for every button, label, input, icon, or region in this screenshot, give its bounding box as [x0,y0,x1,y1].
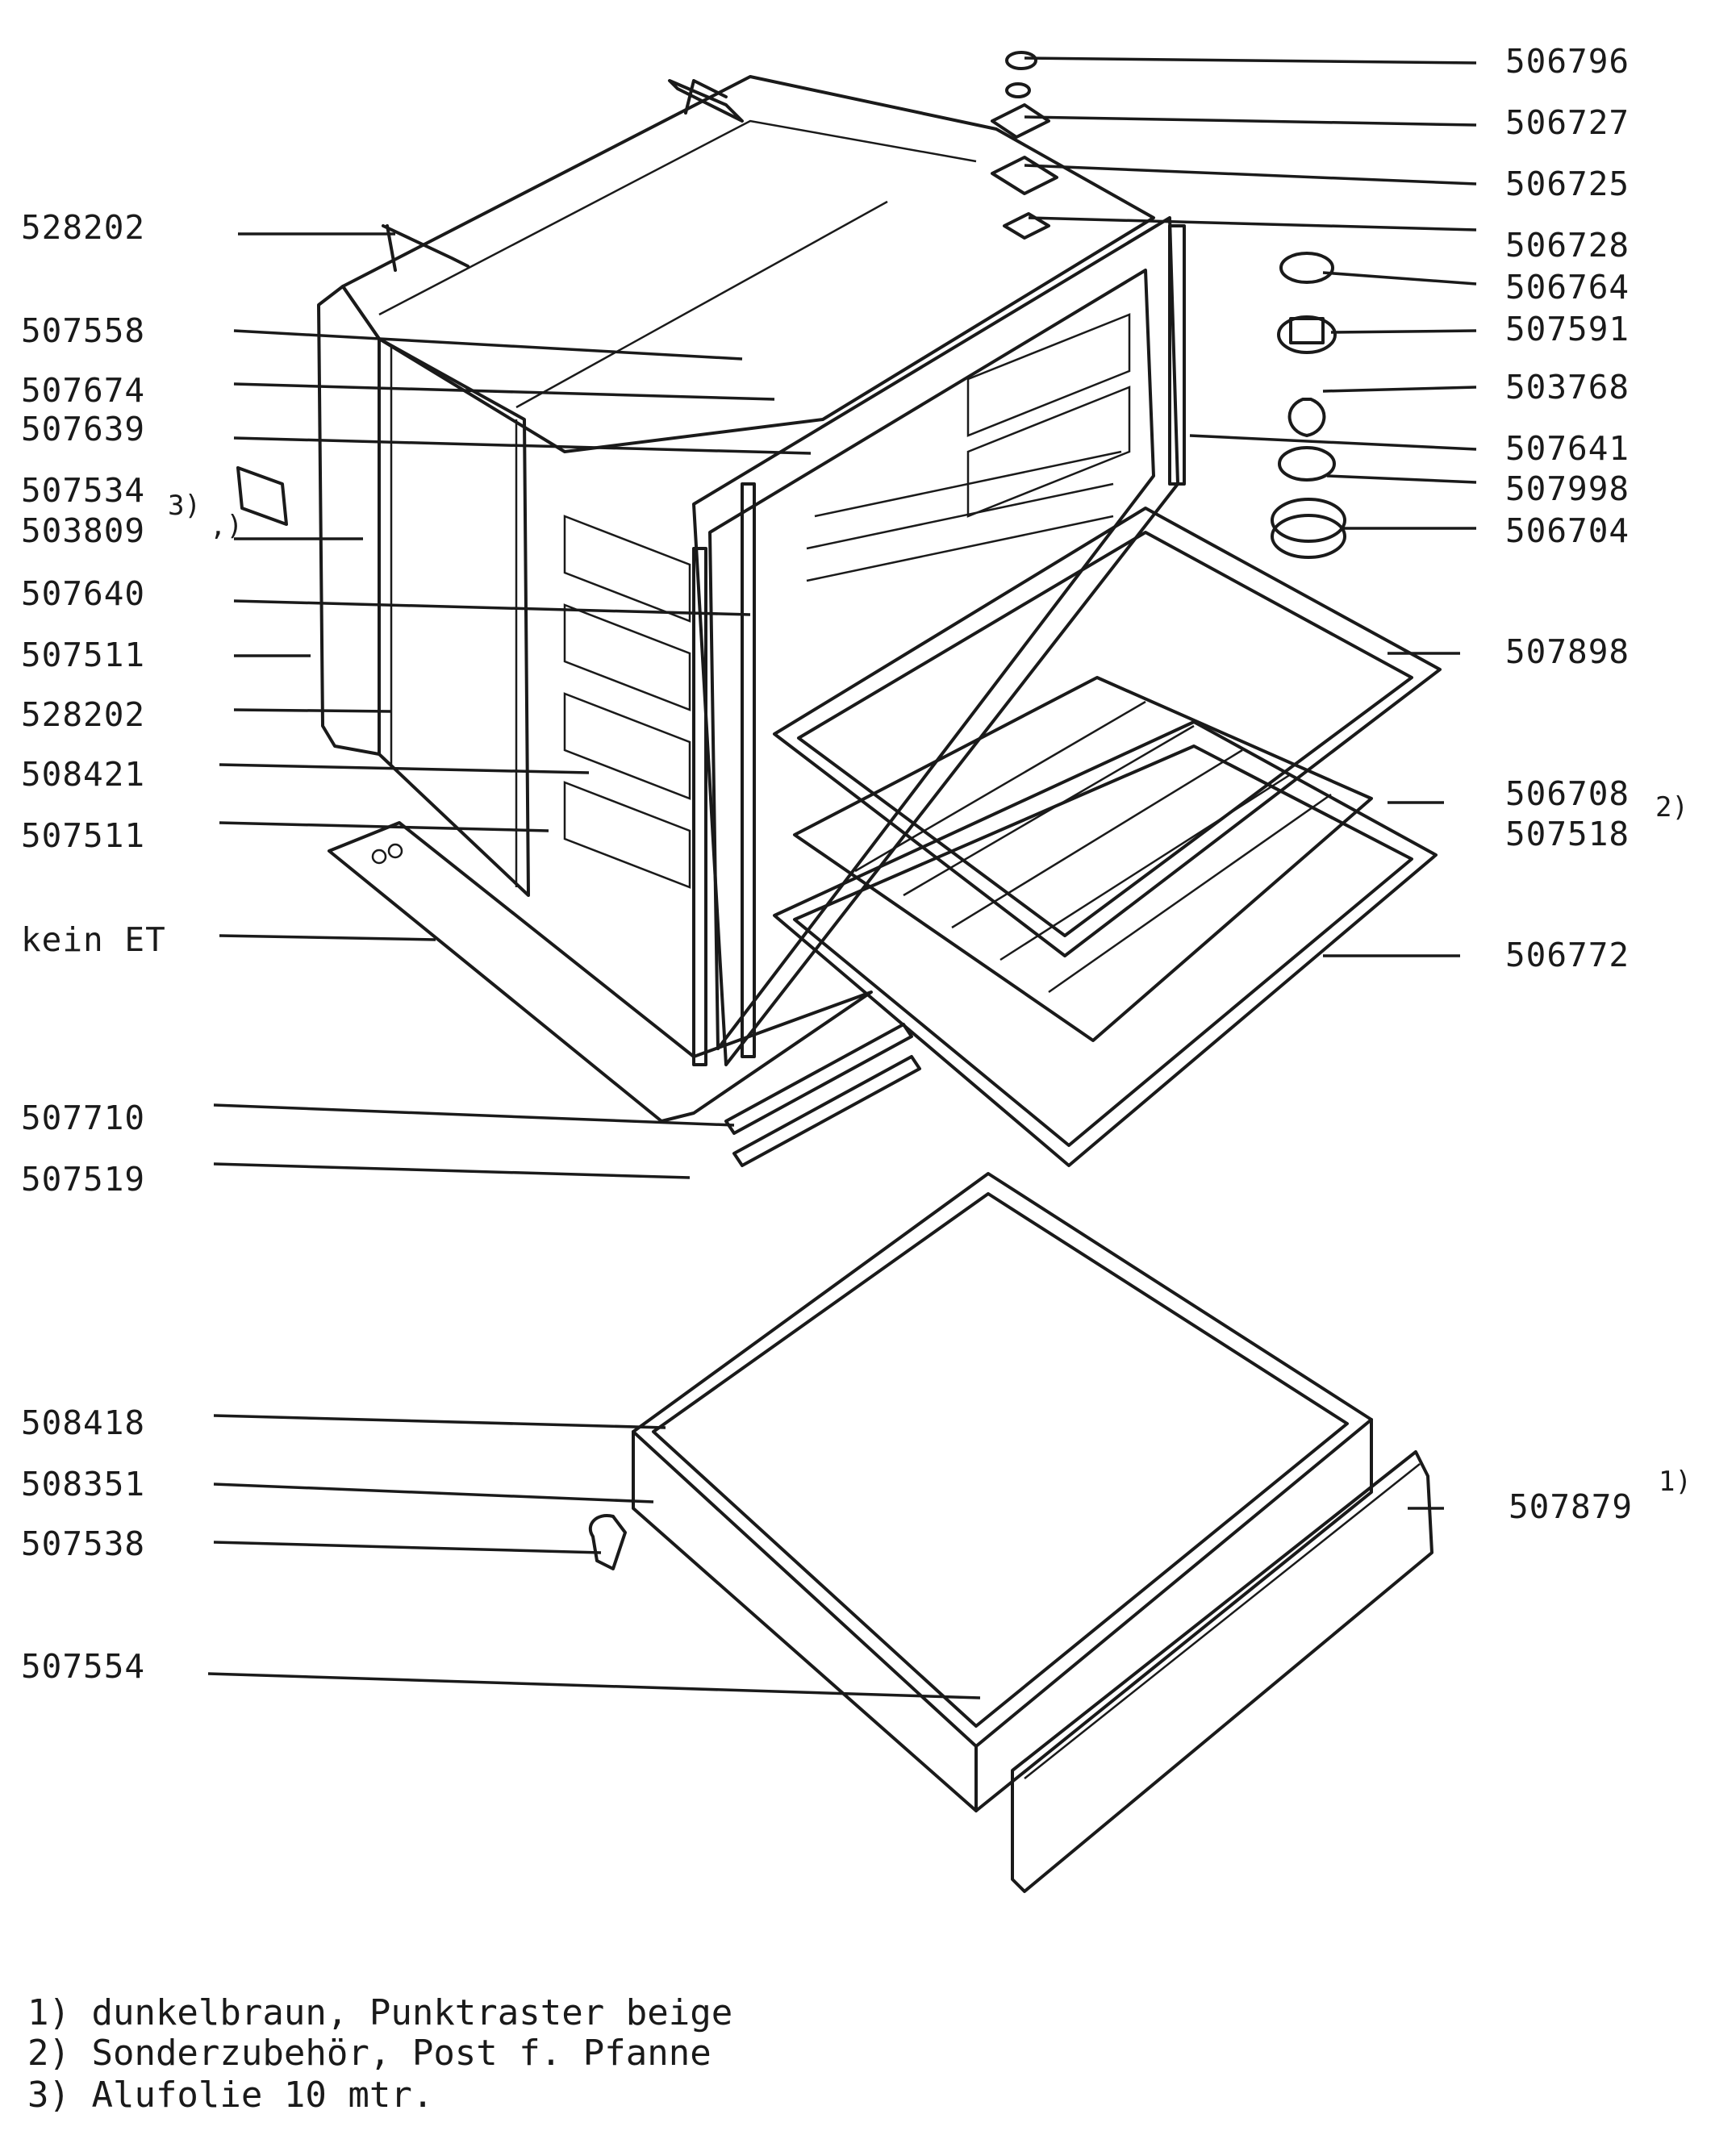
part-number-label: 507558 [21,311,146,350]
part-number-label: 506796 [1505,42,1630,81]
part-number-label: 528202 [21,695,146,734]
trays [773,507,1442,1167]
part-number-label: 507591 [1505,310,1630,348]
leader-lines-right [1024,56,1477,1510]
footnote-1: 1) dunkelbraun, Punktraster beige [27,1992,733,2033]
part-number-label: 506727 [1505,103,1630,142]
part-number-label: 507518 [1505,815,1630,853]
part-number-label: 507641 [1505,429,1630,468]
footnote-marker: 1) [1659,1466,1692,1498]
footnote-marker: 2) [1655,791,1688,824]
footnote-2: 2) Sonderzubehör, Post f. Pfanne [27,2033,712,2074]
part-number-label: 507640 [21,574,146,613]
part-number-label: 503768 [1505,368,1630,407]
part-number-label: 506708 [1505,774,1630,813]
part-number-label: 506704 [1505,511,1630,550]
part-number-label: 506772 [1505,936,1630,974]
part-number-label: 507710 [21,1099,146,1137]
part-number-label: 508351 [21,1465,146,1503]
part-number-label: 507674 [21,371,146,410]
part-number-label: 506725 [1505,165,1630,203]
lamp-assembly [991,51,1346,559]
part-number-label: 507639 [21,410,146,448]
part-number-label: 507511 [21,636,146,674]
footnote-marker: ,) [210,510,243,542]
drawer [588,1172,1433,1893]
part-number-label: 506764 [1505,268,1630,307]
oven-muffle [236,75,1186,1167]
part-number-label: 507879 [1509,1487,1634,1526]
part-number-label: 506728 [1505,226,1630,265]
part-number-label: 508418 [21,1403,146,1442]
leader-lines-left [207,232,981,1699]
part-number-label: 507538 [21,1524,146,1563]
part-number-label: 507998 [1505,469,1630,508]
part-number-label: 507519 [21,1160,146,1199]
part-number-label: 528202 [21,208,146,247]
part-number-label: 507898 [1505,632,1630,671]
part-number-label: kein ET [21,920,166,959]
part-number-label: 507554 [21,1647,146,1686]
part-number-label: 503809 [21,511,146,550]
part-number-label: 507511 [21,816,146,855]
footnote-marker: 3) [168,490,201,522]
footnote-3: 3) Alufolie 10 mtr. [27,2075,434,2116]
part-number-label: 508421 [21,755,146,794]
part-number-label: 507534 [21,471,146,510]
